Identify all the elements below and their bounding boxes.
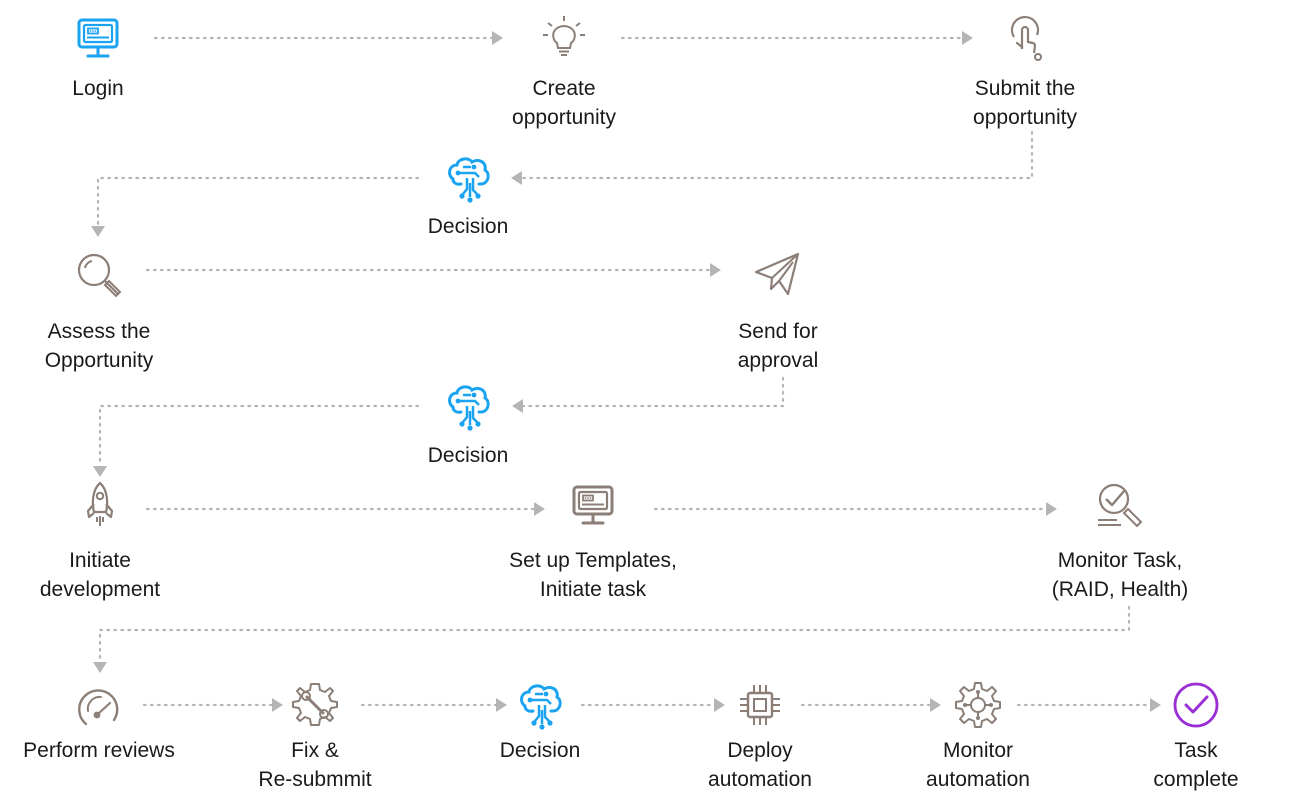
step-label-setup: Set up Templates, Initiate task	[509, 549, 677, 601]
connector-line-6	[521, 376, 785, 408]
arrowhead-6	[512, 399, 523, 413]
arrowhead-11	[272, 698, 283, 712]
arrowhead-12	[496, 698, 507, 712]
step-label-deploy: Deploy automation	[708, 739, 812, 791]
arrowhead-7	[93, 466, 107, 477]
arrowhead-9	[1046, 502, 1057, 516]
paper-plane-icon	[754, 252, 800, 296]
step-label-send: Send for approval	[737, 320, 819, 372]
step-label-decision3: Decision	[499, 739, 581, 762]
brain-circuit-icon	[448, 385, 490, 431]
gauge-icon	[78, 689, 119, 726]
connectors	[91, 31, 1161, 712]
step-label-submit: Submit the opportunity	[973, 77, 1077, 129]
arrowhead-4	[91, 226, 105, 237]
chip-icon	[740, 685, 780, 725]
step-label-monitor-task: Monitor Task, (RAID, Health)	[1051, 549, 1189, 601]
connector-line-4	[96, 176, 420, 228]
step-label-login: Login	[72, 77, 124, 100]
step-label-fix: Fix & Re-submmit	[258, 739, 372, 791]
arrowhead-3	[511, 171, 522, 185]
step-label-decision2: Decision	[427, 444, 509, 467]
brain-circuit-icon	[448, 157, 490, 203]
lightbulb-icon	[543, 16, 585, 56]
gear-wrench-icon	[292, 683, 338, 726]
arrowhead-10	[93, 662, 107, 673]
arrowhead-8	[534, 502, 545, 516]
arrowhead-1	[492, 31, 503, 45]
step-label-create: Create opportunity	[512, 77, 616, 129]
connector-line-10	[98, 605, 1131, 664]
step-label-initiate: Initiate development	[39, 549, 161, 601]
arrowhead-2	[962, 31, 973, 45]
step-label-complete: Task complete	[1153, 739, 1239, 791]
check-circle-icon	[1173, 682, 1219, 728]
arrowhead-15	[1150, 698, 1161, 712]
arrowhead-5	[710, 263, 721, 277]
connector-line-3	[520, 130, 1034, 180]
step-label-reviews: Perform reviews	[23, 739, 175, 762]
monitor-icon	[572, 485, 614, 525]
arrowhead-13	[714, 698, 725, 712]
rocket-icon	[86, 481, 114, 526]
arrowhead-14	[930, 698, 941, 712]
step-label-monitor-auto: Monitor automation	[926, 739, 1030, 791]
brain-circuit-icon	[520, 684, 562, 730]
step-label-decision1: Decision	[427, 215, 509, 238]
connector-line-7	[98, 404, 420, 468]
magnifier-icon	[77, 253, 122, 298]
icons	[77, 15, 1219, 730]
gear-circuit-icon	[955, 682, 1001, 728]
monitor-icon	[77, 18, 119, 58]
search-check-icon	[1098, 483, 1143, 528]
tap-icon	[1010, 15, 1042, 61]
step-label-assess: Assess the Opportunity	[44, 320, 154, 372]
